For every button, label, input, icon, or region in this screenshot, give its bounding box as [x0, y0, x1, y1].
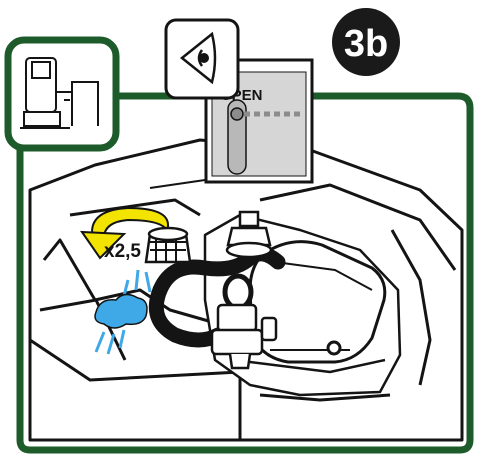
drain-plug	[146, 228, 190, 262]
eye-icon	[166, 20, 238, 98]
step-label: 3b	[344, 23, 388, 65]
step-badge: 3b	[332, 8, 400, 76]
rotation-count-label: x2,5	[104, 241, 141, 262]
pump-installation-icon	[8, 40, 116, 148]
